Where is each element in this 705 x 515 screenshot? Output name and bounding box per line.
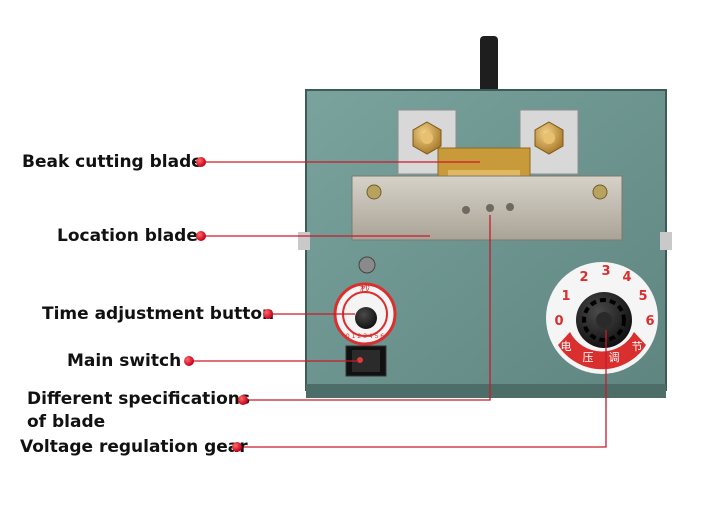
voltage-num-2: 2 <box>579 270 588 285</box>
plate-screw-left <box>366 184 382 200</box>
marker-dot-voltage-regulation <box>232 442 242 452</box>
voltage-knob[interactable] <box>576 292 632 348</box>
label-different-specifications-line1: Different specifications <box>27 389 251 409</box>
timer-dial-scale: 0 1 2 3 4 5 6 <box>346 333 384 340</box>
plate-hole-1 <box>462 206 470 214</box>
marker-dot-main-switch <box>184 356 194 366</box>
label-voltage-regulation-gear: Voltage regulation gear <box>20 437 248 457</box>
marker-dot-location-blade <box>196 231 206 241</box>
label-location-blade: Location blade <box>57 226 198 246</box>
label-different-specifications-line2: of blade <box>27 412 106 432</box>
plate-hole-2 <box>486 204 494 212</box>
voltage-num-1: 1 <box>561 289 570 304</box>
side-bracket-right <box>660 232 672 250</box>
indicator-bolt <box>358 256 376 274</box>
main-switch-indicator <box>357 357 363 363</box>
plate-hole-3 <box>506 203 514 211</box>
main-switch[interactable] <box>352 350 380 372</box>
voltage-num-5: 5 <box>638 289 647 304</box>
marker-dot-different-specifications <box>238 395 248 405</box>
label-time-adjustment-button: Time adjustment button <box>42 304 275 324</box>
plate-screw-right <box>592 184 608 200</box>
voltage-char-4: 节 <box>632 340 643 353</box>
label-beak-cutting-blade: Beak cutting blade <box>22 152 203 172</box>
housing-base <box>306 384 666 398</box>
voltage-dial-red-band <box>558 332 646 370</box>
time-adjustment-button[interactable] <box>355 307 377 329</box>
voltage-num-6: 6 <box>645 314 654 329</box>
voltage-num-3: 3 <box>601 264 610 279</box>
voltage-num-4: 4 <box>622 270 631 285</box>
leader-lines <box>189 161 607 448</box>
voltage-char-3: 调 <box>609 351 620 364</box>
side-bracket-left <box>298 232 310 250</box>
voltage-char-2: 压 <box>583 351 594 364</box>
voltage-num-0: 0 <box>554 314 563 329</box>
voltage-char-1: 电 <box>561 340 572 353</box>
power-cord <box>480 36 498 96</box>
brass-bolt-right <box>543 132 555 144</box>
beak-cutting-blade-edge <box>448 170 520 178</box>
label-main-switch: Main switch <box>67 351 182 371</box>
timer-dial-top-char: 秒 <box>360 282 370 295</box>
brass-bolt-left <box>421 132 433 144</box>
marker-dot-time-adjustment <box>263 309 273 319</box>
marker-dot-beak-cutting-blade <box>196 157 206 167</box>
